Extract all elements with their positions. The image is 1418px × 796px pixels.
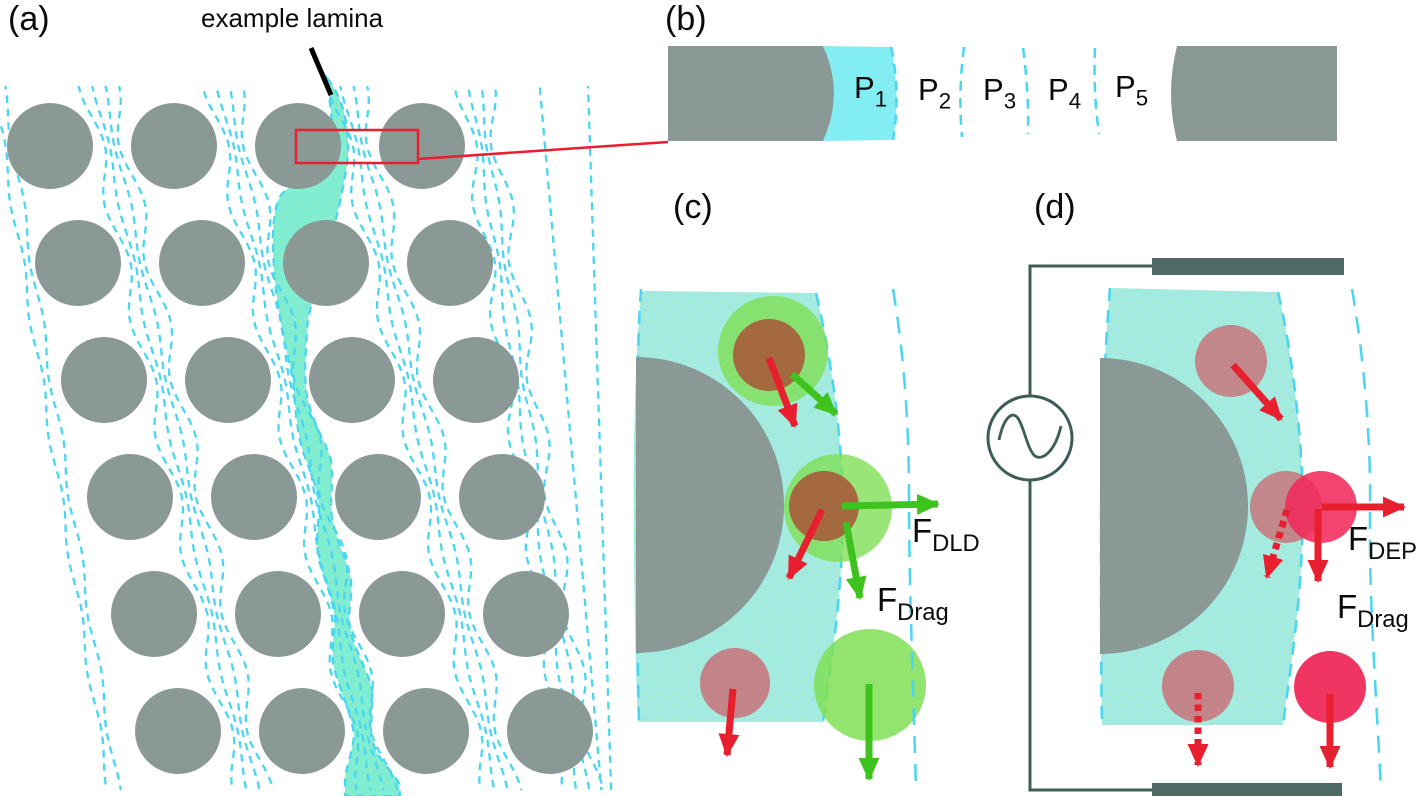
pillar-b-right	[1171, 46, 1337, 141]
streamline-dash	[352, 85, 509, 791]
pillar-circle	[379, 103, 465, 189]
lamina-pointer-line	[308, 47, 334, 96]
lane-p1-fill	[823, 46, 897, 141]
pillar-circle	[111, 571, 197, 657]
streamline-dash	[480, 85, 591, 791]
streamline-dash	[104, 85, 261, 791]
lane-divider	[889, 46, 898, 141]
fdld-arrow	[841, 493, 941, 515]
streamline-dash	[240, 85, 399, 791]
small-particle	[1162, 650, 1234, 722]
streamline-dash	[466, 85, 578, 791]
pillar-circle	[87, 454, 173, 540]
electrode-bottom	[1152, 783, 1342, 796]
streamline-group	[0, 85, 613, 791]
crimson-particle	[1294, 651, 1366, 723]
streamline-dash	[201, 85, 360, 791]
lane-label-p3: P3	[983, 72, 1017, 114]
streamline-dash	[364, 85, 523, 791]
pillar-b-left	[668, 46, 834, 141]
lane-divider	[1021, 47, 1030, 135]
lane-label-p2: P2	[918, 72, 952, 114]
pillar-circle	[383, 688, 469, 774]
lane-label-p5: P5	[1115, 69, 1149, 111]
pillar-circle	[483, 571, 569, 657]
streamline-dash	[91, 85, 248, 791]
lane-label-p4: P4	[1048, 72, 1082, 114]
streamline-dash	[586, 85, 613, 791]
outer-streamline-d	[1350, 288, 1383, 791]
large-particle-core	[789, 471, 859, 541]
lane-label-p1: P1	[854, 70, 888, 112]
streamline-dash	[215, 85, 372, 791]
lane-divider	[959, 46, 966, 138]
streamline-dash	[116, 85, 275, 791]
electrode-top	[1152, 258, 1344, 275]
panel-c-label: (c)	[673, 188, 713, 226]
pillar-c	[636, 357, 784, 653]
pillar-d	[1100, 358, 1248, 654]
pillar-circle	[235, 571, 321, 657]
streamline-dash	[453, 85, 569, 791]
pillar-circle	[185, 337, 271, 423]
pillar-circle	[459, 454, 545, 540]
large-particle-core	[733, 319, 805, 391]
dep-arrow-dashed	[1262, 508, 1291, 580]
pillar-circle	[309, 337, 395, 423]
pillar-circle	[135, 688, 221, 774]
streamline-dash	[325, 85, 484, 791]
drag-arrow-red	[785, 508, 826, 580]
zoom-connector-line	[417, 140, 669, 161]
dld-arrow-green	[789, 371, 839, 417]
drag-arrow-red	[718, 688, 740, 758]
pillar-circle	[359, 571, 445, 657]
panel-a-label: (a)	[8, 0, 50, 38]
pillar-circle	[255, 103, 341, 189]
pillar-circle	[283, 220, 369, 306]
drag-arrow-red	[765, 356, 799, 428]
streamline-dash	[77, 85, 236, 791]
force-label-fdep: FDEP	[1348, 520, 1418, 566]
force-label-fdld: FDLD	[912, 512, 980, 558]
pillar-circle	[259, 688, 345, 774]
example-lamina-annotation: example lamina	[201, 3, 384, 33]
band-left-streamline	[635, 288, 643, 725]
drag-arrow-red	[1230, 362, 1284, 422]
crimson-particle	[1285, 471, 1357, 543]
pillar-circle	[407, 220, 493, 306]
zoom-rect	[294, 128, 420, 165]
panel-b-label: (b)	[665, 0, 707, 38]
pillar-circle	[131, 103, 217, 189]
streamline-dash	[4, 85, 123, 791]
pillar-circle	[7, 103, 93, 189]
pillar-circle	[507, 688, 593, 774]
pillar-circle	[211, 454, 297, 540]
circuit-wires	[1028, 264, 1152, 792]
streamline-dash	[538, 85, 603, 791]
panel-d-label: (d)	[1034, 188, 1076, 226]
streamline-dash	[228, 85, 385, 791]
streamline-dash	[339, 85, 496, 791]
pillar-array-group	[7, 103, 593, 774]
force-label-fdrag-d: FDrag	[1337, 588, 1409, 634]
force-label-fdrag-c: FDrag	[877, 581, 949, 627]
pillar-circle	[335, 454, 421, 540]
pillar-circle	[35, 220, 121, 306]
streamline-dash	[489, 85, 605, 791]
fdrag-arrow-green	[842, 521, 867, 601]
lane-divider	[1093, 47, 1101, 135]
pillar-circle	[159, 220, 245, 306]
ac-sine-wave	[997, 413, 1063, 459]
streamline-dash	[0, 118, 108, 791]
small-particle	[700, 648, 770, 718]
pillar-circle	[61, 337, 147, 423]
pillar-circle	[433, 337, 519, 423]
